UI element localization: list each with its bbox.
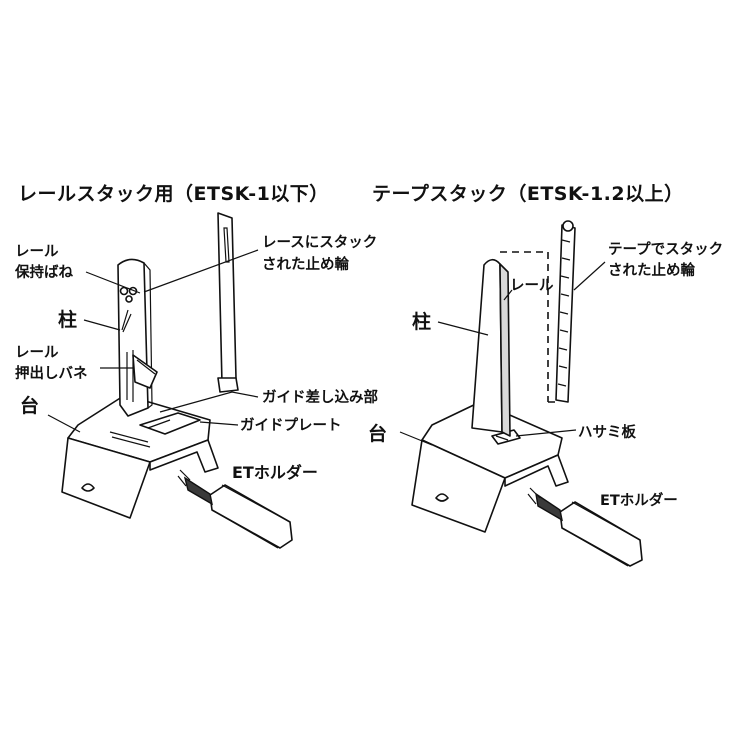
leader-right-base <box>399 431 433 446</box>
label-rail-push-spring-2: 押出しバネ <box>15 364 88 382</box>
leader-left-pillar <box>83 319 121 331</box>
right-et-holder <box>527 487 643 567</box>
label-scissor-plate: ハサミ板 <box>578 423 636 441</box>
right-rail <box>500 251 556 403</box>
title-tape-stack: テープスタック（ETSK-1.2以上） <box>372 182 684 205</box>
leader-rail-retaining-spring <box>85 271 141 294</box>
leader-lace-stack <box>143 249 259 293</box>
leader-right-pillar <box>437 321 489 336</box>
label-guide-insert: ガイド差し込み部 <box>262 388 378 406</box>
right-tape-stack <box>555 220 576 403</box>
title-rail-stack: レールスタック用（ETSK-1以下） <box>18 182 329 205</box>
leader-scissor-plate <box>515 429 577 437</box>
label-lace-stack-1: レースにスタック <box>262 234 377 251</box>
label-rail-retaining-spring-1: レール <box>15 244 59 260</box>
label-left-et-holder: ETホルダー <box>232 463 318 482</box>
left-lace-stack <box>217 212 239 393</box>
label-left-pillar: 柱 <box>58 308 77 331</box>
leader-rail <box>503 289 513 301</box>
left-et-holder <box>177 469 293 549</box>
label-tape-stack-1: テープでスタック <box>608 241 723 258</box>
label-guide-plate: ガイドプレート <box>240 417 342 434</box>
leader-tape-stack <box>573 261 606 291</box>
label-right-pillar: 柱 <box>412 310 431 333</box>
right-pillar <box>471 258 511 441</box>
leader-left-base <box>47 414 81 433</box>
label-right-base: 台 <box>368 422 387 445</box>
label-rail: レール <box>510 278 554 294</box>
label-lace-stack-2: された止め輪 <box>262 255 349 273</box>
label-right-et-holder: ETホルダー <box>600 491 678 509</box>
left-pillar <box>117 258 158 417</box>
leader-guide-plate <box>199 421 239 426</box>
right-base <box>411 401 569 533</box>
left-base <box>61 394 219 519</box>
right-assembly <box>399 220 643 567</box>
label-rail-retaining-spring-2: 保持ばね <box>14 263 73 281</box>
leader-guide-insert <box>159 391 259 413</box>
label-left-base: 台 <box>20 394 39 417</box>
left-assembly <box>47 212 293 549</box>
label-tape-stack-2: された止め輪 <box>608 261 695 279</box>
label-rail-push-spring-1: レール <box>15 345 59 361</box>
